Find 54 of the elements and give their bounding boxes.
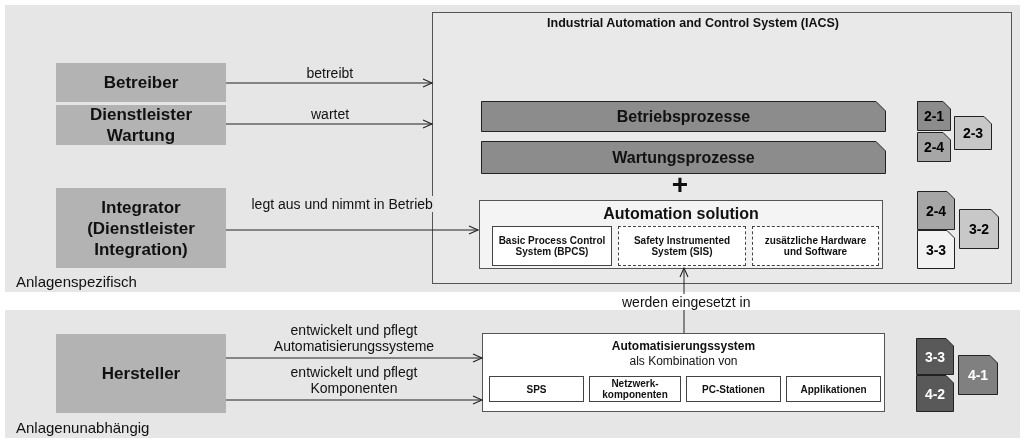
tag-label: 3-2 [968,221,990,237]
arrow [225,78,433,88]
component-label: Basic Process Control System (BPCS) [497,235,607,257]
role-label: Betreiber [102,72,180,93]
frame-title: Industrial Automation and Control System (IACS) [546,16,840,31]
role-label: Integrator (Dienstleister Integration) [86,196,196,260]
region-label: Anlagenunabhängig [16,419,150,436]
component-label: Applikationen [799,383,868,395]
tag-label: 3-3 [925,241,947,258]
component-box [489,376,584,402]
component-box [752,226,879,266]
role-label: Hersteller [100,363,182,384]
component-label: zusätzliche Hardware und Software [763,235,868,257]
tag-label: 2-4 [923,139,945,155]
system-frame [432,12,1012,284]
panel-title: Automation solution [603,205,759,223]
tag-label: 4-1 [967,367,989,383]
component-box [618,226,746,266]
tag-label: 2-1 [923,108,945,124]
region-band [5,5,1020,292]
component-label: Safety Instrumented System (SIS) [632,235,732,257]
edge-label: wartet [309,106,352,122]
arrow [225,119,433,129]
role-box [56,105,226,145]
edge-label: legt aus und nimmt in Betrieb [249,196,435,212]
component-box [686,376,781,402]
component-label: Netzwerk- komponenten [601,378,669,400]
region-label: Anlagenspezifisch [16,273,137,290]
tag-label: 2-3 [962,125,984,141]
tag-label: 4-2 [924,385,946,402]
panel-title: Automatisierungssystem [611,339,756,354]
arrow [225,395,483,405]
role-label: Dienstleister Wartung [88,104,193,146]
edge-label: werden eingesetzt in [620,294,753,310]
role-box [56,188,226,268]
arrow [225,353,483,363]
tag-label: 2-4 [925,202,947,219]
arrow [225,225,479,235]
component-label: PC-Stationen [701,383,766,395]
panel-subtitle: als Kombination von [629,354,738,369]
system-panel [479,200,883,269]
tag-label: 3-3 [924,348,946,365]
region-band [5,310,1020,438]
component-box [492,226,612,266]
component-box [589,376,681,402]
role-box [56,63,226,102]
role-box [56,334,226,413]
process-label: Betriebsprozesse [616,107,751,126]
process-label: Wartungsprozesse [612,148,755,167]
component-box [786,376,881,402]
component-label: SPS [525,383,548,395]
system-panel [482,333,885,412]
plus-sign: + [670,173,690,197]
edge-label: betreibt [304,65,356,81]
